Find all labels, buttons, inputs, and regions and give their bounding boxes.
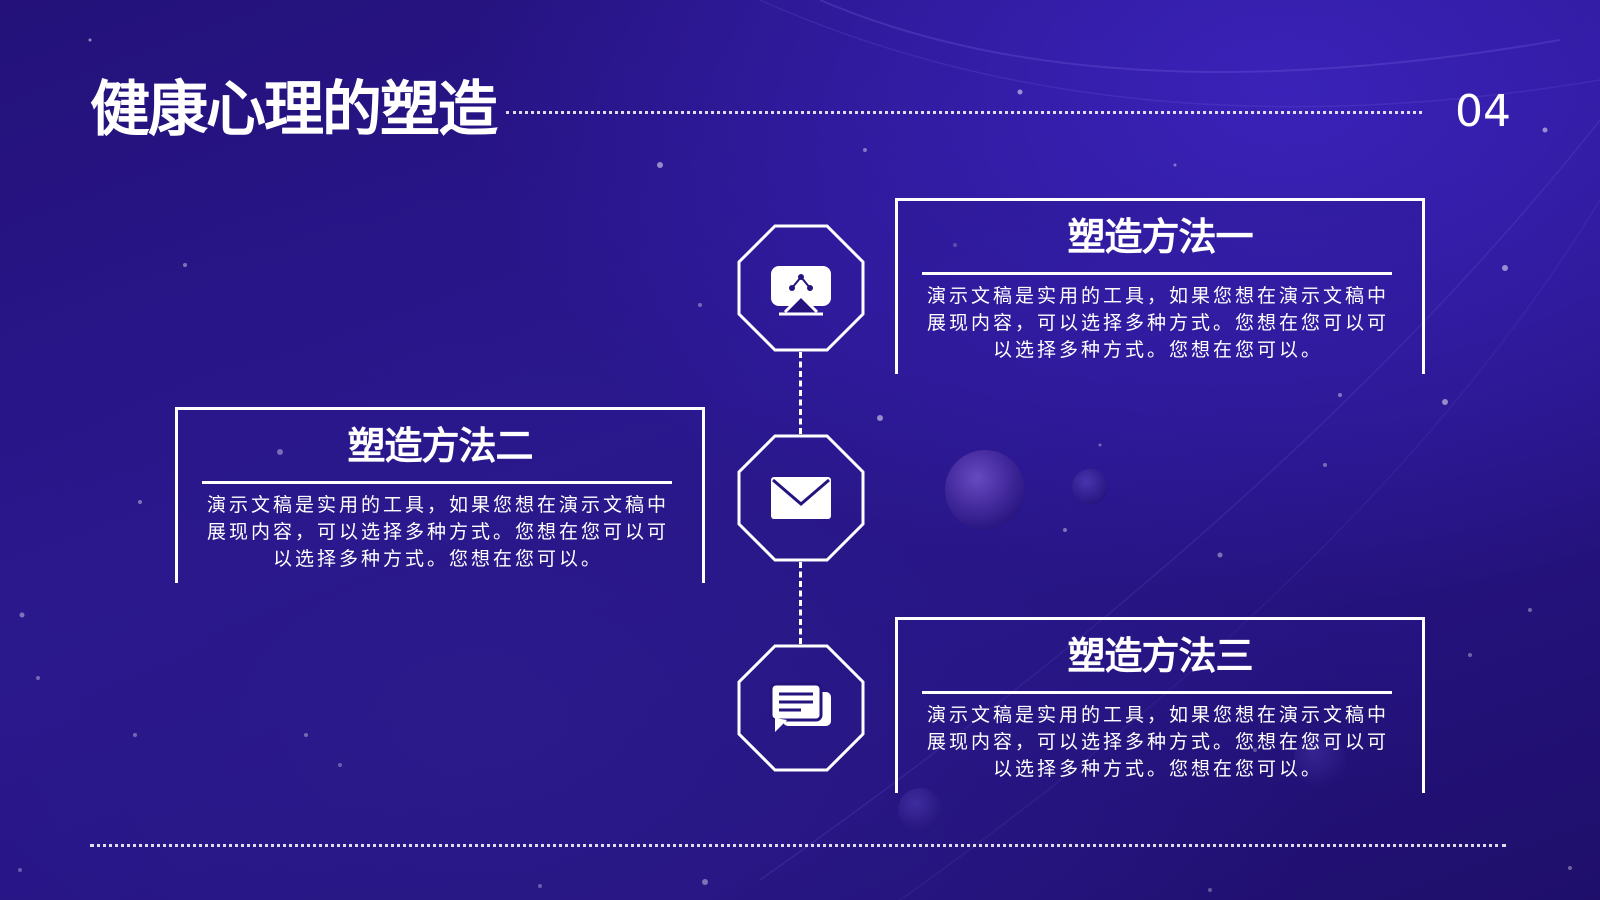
step-octagon-1 bbox=[737, 224, 865, 352]
page-number: 04 bbox=[1455, 86, 1511, 137]
step-octagon-3 bbox=[737, 644, 865, 772]
bottom-dotted-divider bbox=[90, 844, 1506, 847]
card-divider bbox=[922, 691, 1392, 694]
card-title: 塑造方法三 bbox=[1067, 634, 1253, 678]
chat-bubbles-icon bbox=[769, 682, 831, 732]
card-body: 演示文稿是实用的工具，如果您想在演示文稿中展现内容，可以选择多种方式。您想在您可… bbox=[206, 494, 669, 570]
method-card-3: 塑造方法三 演示文稿是实用的工具，如果您想在演示文稿中展现内容，可以选择多种方式… bbox=[895, 617, 1425, 793]
timeline-connector bbox=[799, 352, 802, 434]
step-octagon-2 bbox=[737, 434, 865, 562]
card-divider bbox=[202, 481, 672, 484]
card-body: 演示文稿是实用的工具，如果您想在演示文稿中展现内容，可以选择多种方式。您想在您可… bbox=[926, 285, 1389, 361]
card-title: 塑造方法一 bbox=[1067, 215, 1253, 259]
presentation-screen-icon bbox=[771, 266, 831, 316]
card-title: 塑造方法二 bbox=[347, 424, 533, 468]
slide-title: 健康心理的塑造 bbox=[90, 75, 498, 145]
timeline-connector bbox=[799, 562, 802, 644]
method-card-2: 塑造方法二 演示文稿是实用的工具，如果您想在演示文稿中展现内容，可以选择多种方式… bbox=[175, 407, 705, 583]
title-dotted-divider bbox=[506, 111, 1422, 114]
envelope-icon bbox=[771, 477, 831, 519]
method-card-1: 塑造方法一 演示文稿是实用的工具，如果您想在演示文稿中展现内容，可以选择多种方式… bbox=[895, 198, 1425, 374]
card-divider bbox=[922, 272, 1392, 275]
card-body: 演示文稿是实用的工具，如果您想在演示文稿中展现内容，可以选择多种方式。您想在您可… bbox=[926, 704, 1389, 780]
